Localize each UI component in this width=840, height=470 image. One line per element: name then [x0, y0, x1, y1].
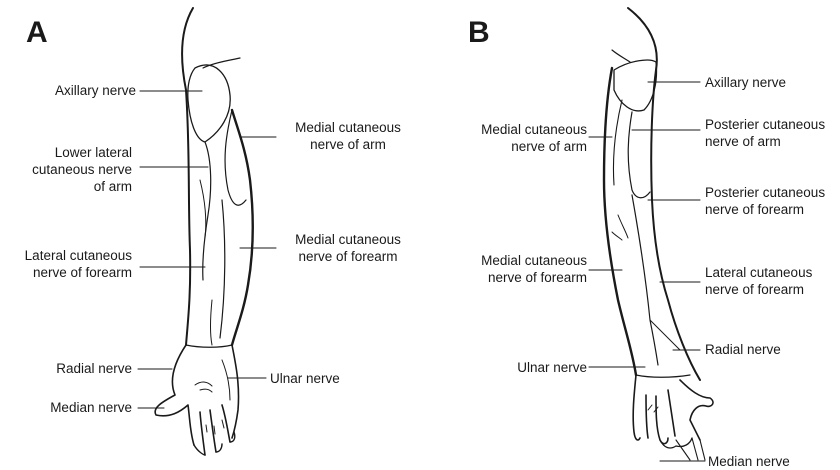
- arm-a-hand-outline: [155, 345, 238, 455]
- label-b-posterior-forearm-line2: nerve of forearm: [705, 201, 804, 218]
- arm-a-lower-lateral-region: [203, 142, 211, 280]
- label-a-medial-arm-line2: nerve of arm: [278, 136, 418, 153]
- label-a-medial-forearm-line1: Medial cutaneous: [278, 231, 418, 248]
- arm-b-drawing: [604, 8, 713, 448]
- label-a-medial-arm-line1: Medial cutaneous: [278, 119, 418, 136]
- label-a-medial-forearm-line2: nerve of forearm: [278, 248, 418, 265]
- label-a-lateral-forearm-line2: nerve of forearm: [33, 264, 132, 281]
- label-b-lateral-forearm-line1: Lateral cutaneous: [705, 264, 812, 281]
- panel-b-leader-lines: [589, 82, 705, 461]
- label-b-medial-arm-line1: Medial cutaneous: [481, 121, 587, 138]
- arm-b-shoulder-region: [614, 60, 657, 111]
- label-b-posterior-forearm-line1: Posterier cutaneous: [705, 184, 825, 201]
- arm-a-lateral-outline: [182, 8, 193, 345]
- label-a-axillary-nerve: Axillary nerve: [55, 82, 136, 99]
- label-a-lower-lateral-line2: cutaneous nerve: [32, 161, 132, 178]
- label-b-lateral-forearm-line2: nerve of forearm: [705, 281, 804, 298]
- arm-b-hand-outline: [633, 375, 713, 444]
- arm-a-forearm-division: [220, 200, 225, 338]
- label-b-posterior-arm-line2: nerve of arm: [705, 133, 781, 150]
- label-a-lateral-forearm-line1: Lateral cutaneous: [25, 247, 132, 264]
- label-b-posterior-arm-line1: Posterier cutaneous: [705, 116, 825, 133]
- label-b-radial-nerve: Radial nerve: [705, 341, 781, 358]
- arm-a-drawing: [155, 8, 253, 455]
- panel-b-letter: B: [468, 18, 490, 48]
- arm-a-deltoid-region: [188, 65, 230, 142]
- label-a-lower-lateral-line3: of arm: [94, 178, 132, 195]
- leader-b-median-1: [676, 440, 690, 460]
- label-a-radial-nerve: Radial nerve: [56, 360, 132, 377]
- leader-b-median-2: [692, 438, 698, 460]
- label-b-ulnar-nerve: Ulnar nerve: [517, 359, 587, 376]
- label-b-axillary-nerve: Axillary nerve: [705, 74, 786, 91]
- label-a-median-nerve: Median nerve: [50, 399, 132, 416]
- label-b-median-nerve: Median nerve: [708, 453, 790, 470]
- label-a-ulnar-nerve: Ulnar nerve: [270, 370, 340, 387]
- label-b-medial-arm-line2: nerve of arm: [511, 138, 587, 155]
- arm-b-posterior-arm-region: [628, 112, 650, 198]
- panel-a-letter: A: [26, 18, 48, 48]
- label-a-lower-lateral-line1: Lower lateral: [55, 144, 132, 161]
- label-b-medial-forearm-line2: nerve of forearm: [488, 269, 587, 286]
- arm-a-medial-outline: [232, 110, 253, 345]
- arm-b-right-outline: [628, 8, 700, 380]
- leader-b-median-3: [700, 440, 705, 460]
- panel-a-leader-lines: [138, 91, 276, 408]
- label-b-medial-forearm-line1: Medial cutaneous: [481, 252, 587, 269]
